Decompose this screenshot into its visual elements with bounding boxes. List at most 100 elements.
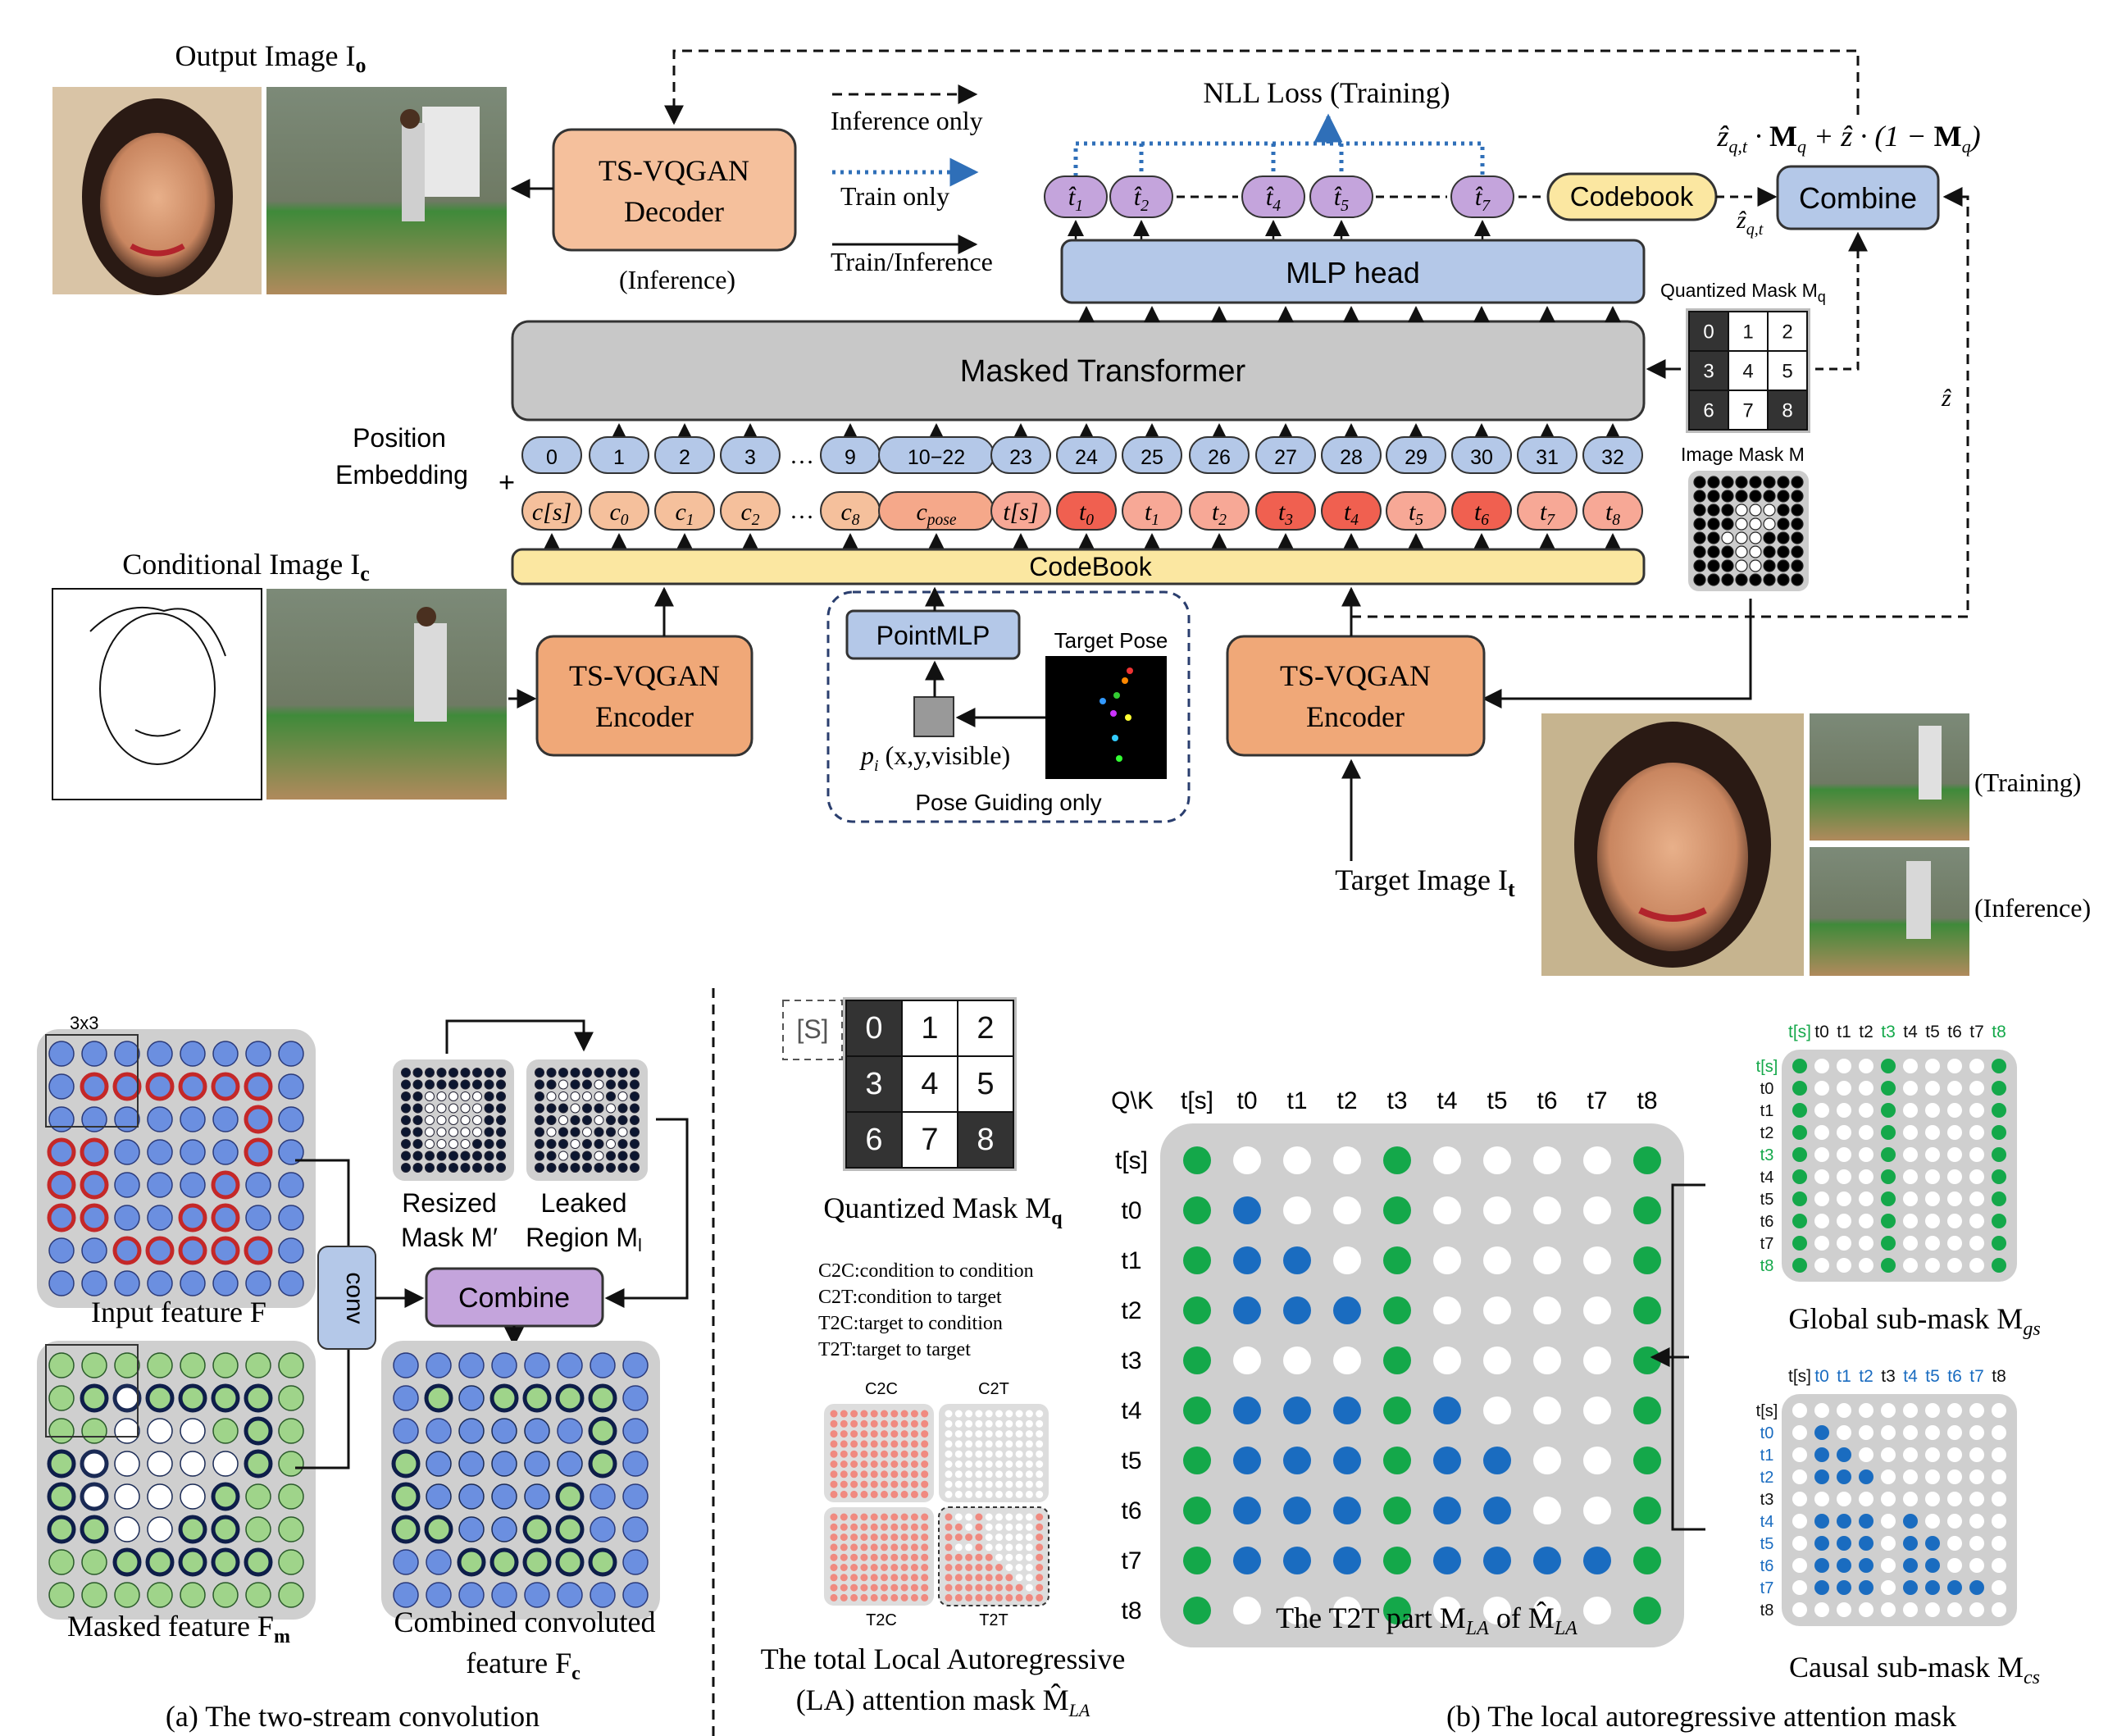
token-13: t5	[1409, 499, 1423, 529]
causal-dot-3-8	[1969, 1469, 1984, 1484]
t2t-dot-8-9	[1633, 1547, 1661, 1574]
quad-0-dot-7-1	[840, 1480, 848, 1488]
quad-3-dot-1-9	[1036, 1523, 1044, 1531]
quad-0-dot-4-3	[860, 1450, 868, 1458]
quad-3-dot-7-5	[995, 1583, 1003, 1592]
quad-1-dot-2-2	[965, 1430, 973, 1438]
input-dot-1-1	[80, 1072, 109, 1101]
causal-dot-8-0	[1792, 1580, 1807, 1595]
imgmask-dot-2-7	[1791, 503, 1804, 517]
combined-label-2: feature Fc	[466, 1647, 580, 1684]
resized-dot-1-0	[401, 1079, 411, 1090]
quad-0-dot-5-2	[850, 1460, 858, 1468]
leaked-dot-0-1	[546, 1068, 557, 1078]
quad-2-dot-4-7	[900, 1553, 908, 1561]
quad-2-dot-3-5	[881, 1543, 888, 1551]
quad-1-dot-2-5	[995, 1430, 1003, 1438]
resized-dot-6-5	[460, 1139, 471, 1149]
quad-1-dot-0-6	[1005, 1410, 1013, 1418]
quad-2-dot-5-1	[840, 1564, 848, 1571]
causal-dot-5-9	[1992, 1514, 2006, 1529]
masked-dot-5-2	[114, 1516, 140, 1542]
t2t-dot-2-0	[1183, 1246, 1211, 1274]
quad-0-dot-6-1	[840, 1470, 848, 1479]
global-dot-8-8	[1969, 1236, 1984, 1251]
quad-1-dot-4-0	[945, 1450, 953, 1458]
causal-dot-7-3	[1859, 1558, 1874, 1573]
quad-3-dot-8-6	[1005, 1593, 1013, 1602]
combined-dot-0-4	[524, 1352, 550, 1378]
leaked-dot-3-2	[558, 1103, 568, 1114]
t2t-dot-6-4	[1383, 1447, 1411, 1474]
quad-3-dot-2-5	[995, 1533, 1003, 1542]
token-pill-2	[654, 491, 715, 531]
quad-0-dot-3-0	[830, 1440, 838, 1448]
causal-dot-0-3	[1859, 1403, 1874, 1418]
leaked-dot-1-3	[570, 1079, 580, 1090]
quad-3-dot-3-3	[975, 1543, 983, 1551]
t2t-col-7: t6	[1537, 1087, 1557, 1114]
pointmlp-label: PointMLP	[876, 621, 990, 650]
causal-dot-1-9	[1992, 1425, 2006, 1440]
leaked-dot-3-8	[630, 1103, 640, 1114]
t2t-dot-8-8	[1583, 1547, 1611, 1574]
causal-dot-8-9	[1992, 1580, 2006, 1595]
quad-2-dot-6-7	[900, 1574, 908, 1582]
pos-id-9: 25	[1141, 446, 1163, 469]
resized-dot-5-1	[412, 1127, 423, 1137]
token-14: t6	[1474, 499, 1489, 529]
input-dot-0-3	[147, 1041, 173, 1067]
combined-dot-2-3	[491, 1418, 517, 1444]
quad-bg-1	[939, 1404, 1049, 1502]
global-dot-5-3	[1859, 1169, 1874, 1184]
resized-dot-0-0	[401, 1068, 411, 1078]
imgmask-dot-6-3	[1735, 559, 1748, 572]
t2t-dot-2-5	[1433, 1246, 1461, 1274]
qmask-mid-val-1: 1	[921, 1011, 938, 1046]
input-feature-label: Input feature F	[91, 1296, 266, 1328]
pos-pill-12	[1321, 436, 1382, 474]
quad-0-dot-6-9	[921, 1470, 929, 1479]
t2t-dot-7-0	[1183, 1497, 1211, 1524]
quad-0-dot-8-7	[900, 1490, 908, 1498]
causal-dot-5-8	[1969, 1514, 1984, 1529]
global-dot-9-6	[1925, 1258, 1940, 1273]
qmask-mid-cell-1	[901, 1000, 958, 1057]
leaked-dot-6-5	[594, 1139, 604, 1149]
token-5: c8	[840, 499, 859, 529]
qmask-mid-cell-5	[957, 1055, 1014, 1113]
quad-1-dot-4-2	[965, 1450, 973, 1458]
imgmask-dot-7-3	[1735, 573, 1748, 586]
quad-3-dot-6-3	[975, 1574, 983, 1582]
masked-dot-0-7	[278, 1352, 304, 1378]
leaked-dot-1-2	[558, 1079, 568, 1090]
imgmask-dot-7-4	[1749, 573, 1762, 586]
t2t-dot-7-4	[1383, 1497, 1411, 1524]
t2t-dot-5-5	[1433, 1397, 1461, 1424]
combine-formula: ẑq,t · Mq + ẑ · (1 − Mq)	[1716, 120, 1980, 157]
qmask-mid-val-5: 5	[977, 1067, 994, 1101]
leaked-dot-1-7	[617, 1079, 628, 1090]
combined-dot-5-7	[622, 1516, 649, 1542]
pos-pill-0	[521, 436, 582, 474]
t2t-dot-4-6	[1483, 1346, 1511, 1374]
quad-3-dot-2-4	[985, 1533, 993, 1542]
leaked-dot-5-5	[594, 1127, 604, 1137]
quad-2-dot-7-1	[840, 1583, 848, 1592]
combined-dot-2-6	[588, 1416, 617, 1446]
quad-0-dot-6-7	[900, 1470, 908, 1479]
causal-dot-2-2	[1837, 1447, 1851, 1462]
token-10: t2	[1212, 499, 1227, 529]
resized-dot-0-2	[425, 1068, 435, 1078]
global-dot-5-5	[1903, 1169, 1918, 1184]
global-dot-2-4	[1881, 1103, 1896, 1118]
masked-dot-3-7	[278, 1451, 304, 1477]
causal-dot-6-3	[1859, 1536, 1874, 1551]
quad-3-dot-2-2	[965, 1533, 973, 1542]
masked-dot-1-1	[80, 1383, 109, 1413]
quad-2-dot-7-2	[850, 1583, 858, 1592]
quad-1-dot-1-3	[975, 1419, 983, 1428]
pos-pill-15	[1517, 436, 1578, 474]
global-dot-0-2	[1837, 1059, 1851, 1073]
